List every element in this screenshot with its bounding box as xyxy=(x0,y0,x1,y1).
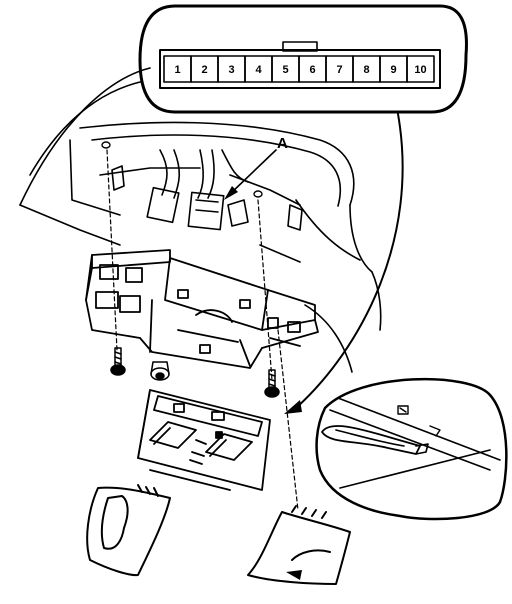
lens-right xyxy=(247,505,351,585)
screw-alignment-lines xyxy=(106,149,299,511)
callout-a-leader xyxy=(229,149,277,195)
connector-pin-cell xyxy=(406,55,435,83)
connector-pin-number: 3 xyxy=(228,64,234,76)
bulb-socket xyxy=(150,361,170,381)
callout-a-label: A xyxy=(277,135,288,152)
retaining-clip xyxy=(397,405,441,437)
callout-a-arrowhead xyxy=(224,186,238,200)
console-screws xyxy=(110,347,280,398)
console-housing xyxy=(85,249,319,369)
screw-right xyxy=(264,369,280,398)
connector-housing xyxy=(159,49,441,89)
connector-pin-number: 5 xyxy=(282,64,288,76)
connector-pin-number: 10 xyxy=(414,64,426,76)
connector-pin-number: 6 xyxy=(309,64,315,76)
detail-inset xyxy=(315,377,508,521)
wire-harness xyxy=(146,149,249,231)
screw-left xyxy=(110,347,126,376)
connector-pin-number: 1 xyxy=(174,64,180,76)
connector-callout-pointer xyxy=(295,113,404,409)
connector-callout: 1 2 3 4 5 6 7 8 9 10 xyxy=(138,4,468,414)
roof-mounting-holes xyxy=(101,141,263,198)
connector-pin-number: 8 xyxy=(363,64,369,76)
connector-pin-number: 9 xyxy=(390,64,396,76)
connector-pointer-arrowhead xyxy=(284,400,302,414)
connector-callout-bubble xyxy=(138,4,468,114)
connector-pin-number: 7 xyxy=(336,64,342,76)
connector-pin-number: 4 xyxy=(255,64,262,76)
lens-left xyxy=(86,484,171,577)
detail-inset-bubble xyxy=(315,377,508,521)
harness-connector-a xyxy=(187,191,225,231)
connector-lock-tab xyxy=(282,41,318,52)
roof-headliner xyxy=(19,67,382,373)
harness-connector-left xyxy=(146,186,180,224)
map-light-assembly xyxy=(137,389,271,491)
connector-pin-number: 2 xyxy=(201,64,207,76)
connector-terminal-block: 1 2 3 4 5 6 7 8 9 10 xyxy=(159,41,441,89)
connector-pin-row: 1 2 3 4 5 6 7 8 9 10 xyxy=(163,55,435,83)
callout-a: A xyxy=(224,135,288,200)
flat-screwdriver-icon xyxy=(321,425,429,455)
roof-clips xyxy=(111,165,303,231)
